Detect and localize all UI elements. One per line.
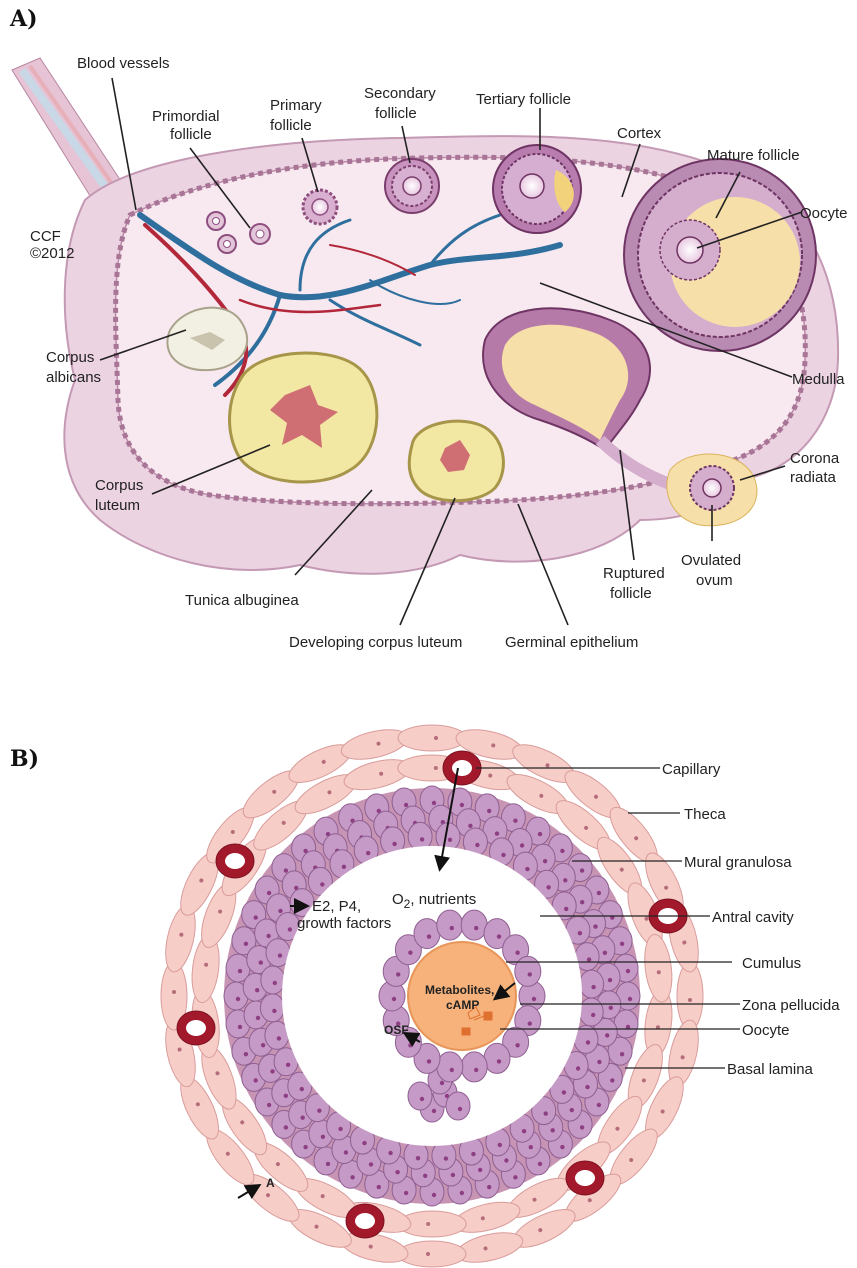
label-cortex: Cortex (617, 125, 662, 142)
label-primary-2: follicle (270, 117, 312, 134)
annotation-metabolites-2: cAMP (446, 998, 479, 1012)
cumulus-cell (461, 1052, 487, 1082)
annotation-e2-2: growth factors (297, 915, 391, 932)
cumulus-cell (414, 919, 440, 949)
label-basal-lamina: Basal lamina (727, 1061, 814, 1078)
tertiary-follicle (493, 145, 581, 233)
label-mural-granulosa: Mural granulosa (684, 854, 792, 871)
label-medulla: Medulla (792, 371, 845, 388)
cumulus-cell (437, 1052, 463, 1082)
label-primordial-2: follicle (170, 126, 212, 143)
granulosa-cell (261, 966, 285, 994)
annotation-e2-1: E2, P4, (312, 898, 361, 915)
cumulus-cell (408, 1082, 432, 1110)
label-oocyte-a: Oocyte (800, 205, 848, 222)
granulosa-cell (580, 970, 604, 998)
label-ovulated-2: ovum (696, 572, 733, 589)
label-corpus-albicans-2: albicans (46, 369, 101, 386)
cumulus-cell (446, 1092, 470, 1120)
granulosa-cell (260, 994, 284, 1022)
label-ruptured-2: follicle (610, 585, 652, 602)
follicle-diagram: Capillary Theca Mural granulosa Antral c… (0, 708, 857, 1268)
label-secondary-1: Secondary (364, 85, 436, 102)
theca-cell (641, 933, 675, 1004)
label-oocyte-b: Oocyte (742, 1022, 790, 1039)
label-primordial-1: Primordial (152, 108, 220, 125)
label-ovulated-1: Ovulated (681, 552, 741, 569)
theca-cell (339, 724, 411, 765)
label-secondary-2: follicle (375, 105, 417, 122)
granulosa-cell (579, 998, 603, 1026)
copyright-line-2: ©2012 (30, 245, 74, 262)
label-zona-pellucida: Zona pellucida (742, 997, 840, 1014)
label-ruptured-1: Ruptured (603, 565, 665, 582)
label-corpus-luteum-1: Corpus (95, 477, 143, 494)
cumulus-cell (437, 910, 463, 940)
label-mature: Mature follicle (707, 147, 800, 164)
capillary (177, 1011, 215, 1045)
label-developing-cl: Developing corpus luteum (289, 634, 462, 651)
corpus-luteum (230, 353, 377, 482)
label-corona-2: radiata (790, 469, 837, 486)
copyright-line-1: CCF (30, 228, 61, 245)
label-primary-1: Primary (270, 97, 322, 114)
label-capillary: Capillary (662, 761, 721, 778)
label-tunica-albuginea: Tunica albuginea (185, 592, 299, 609)
label-theca: Theca (684, 806, 726, 823)
cumulus-cell (461, 910, 487, 940)
label-corpus-luteum-2: luteum (95, 497, 140, 514)
developing-corpus-luteum (409, 421, 503, 501)
mature-follicle (624, 159, 816, 351)
annotation-osf: OSF (384, 1023, 409, 1037)
capillary (443, 751, 481, 785)
capillary (566, 1161, 604, 1195)
annotation-a: A (266, 1176, 275, 1190)
label-blood-vessels: Blood vessels (77, 55, 170, 72)
cumulus-cell (515, 956, 541, 986)
theca-cell (453, 1227, 525, 1268)
ovary-diagram: CCF ©2012 Blood vessels Primordial folli… (0, 0, 857, 660)
capillary (216, 844, 254, 878)
label-cumulus: Cumulus (742, 955, 801, 972)
secondary-follicle (385, 159, 439, 213)
label-tertiary: Tertiary follicle (476, 91, 571, 108)
label-corona-1: Corona (790, 450, 840, 467)
annotation-metabolites-1: Metabolites, (425, 983, 494, 997)
capillary (346, 1204, 384, 1238)
label-germinal-epithelium: Germinal epithelium (505, 634, 638, 651)
label-corpus-albicans-1: Corpus (46, 349, 94, 366)
primary-follicle (303, 190, 337, 224)
cumulus-cell (484, 1043, 510, 1073)
label-antral-cavity: Antral cavity (712, 909, 794, 926)
